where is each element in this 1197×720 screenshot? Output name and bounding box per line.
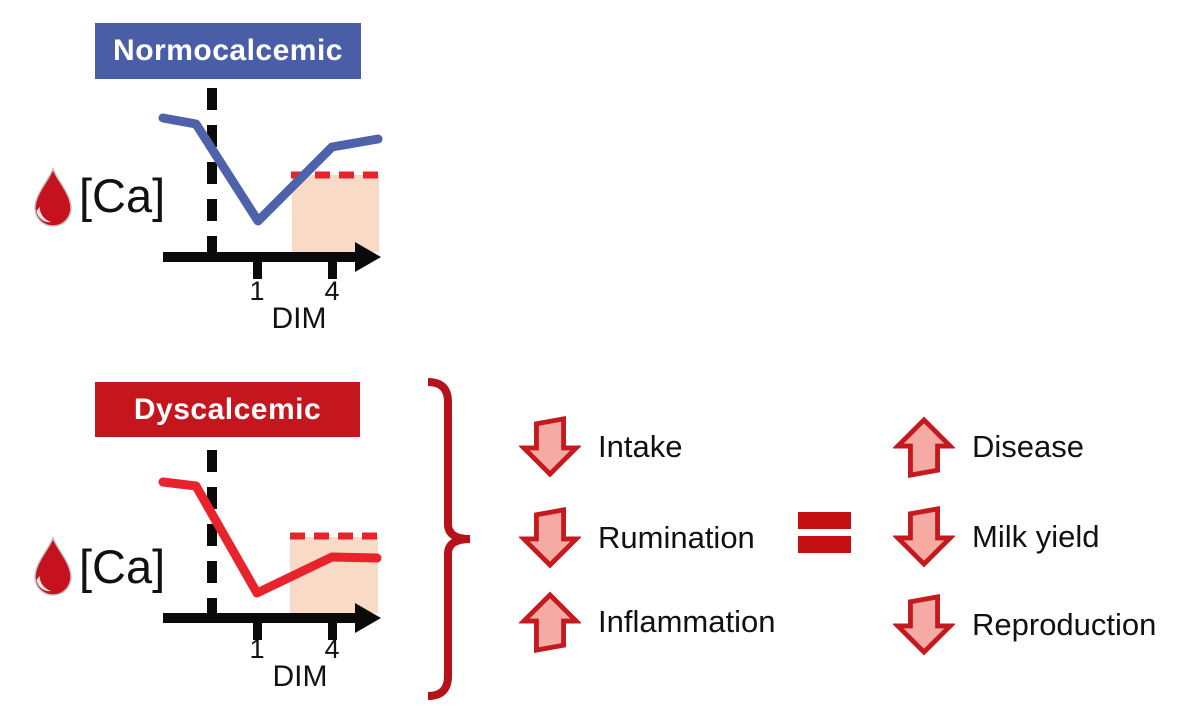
- tick-mark: [328, 262, 337, 279]
- normocalcemic-chart: 1 4 DIM: [158, 88, 383, 335]
- factor-row-intake: Intake: [519, 416, 682, 478]
- equals-icon: [798, 512, 851, 553]
- outcome-label: Milk yield: [972, 519, 1100, 554]
- blood-drop-icon: [34, 167, 72, 227]
- outcome-row-milk-yield: Milk yield: [893, 506, 1099, 568]
- up-arrow-icon: [519, 591, 581, 653]
- factor-label: Inflammation: [598, 604, 776, 639]
- down-arrow-icon: [519, 507, 581, 569]
- down-arrow-icon: [893, 506, 955, 568]
- tick-mark: [328, 623, 337, 640]
- outcome-row-disease: Disease: [893, 416, 1084, 478]
- brace-icon: [427, 378, 471, 700]
- outcome-label: Disease: [972, 429, 1084, 464]
- equals-bar: [798, 536, 851, 553]
- x-axis-title: DIM: [272, 302, 327, 335]
- outcome-row-reproduction: Reproduction: [893, 594, 1156, 656]
- dyscalcemic-banner: Dyscalcemic: [95, 382, 360, 437]
- tick-mark: [253, 262, 262, 279]
- tick-label-4: 4: [324, 634, 339, 664]
- factor-label: Intake: [598, 429, 683, 464]
- calcium-line: [158, 113, 383, 226]
- tick-mark: [253, 623, 262, 640]
- tick-label-1: 1: [249, 276, 264, 306]
- factor-row-inflammation: Inflammation: [519, 591, 775, 653]
- down-arrow-icon: [519, 416, 581, 478]
- x-axis-arrowhead-icon: [355, 242, 381, 272]
- ca-axis-label: [Ca]: [79, 540, 166, 593]
- factor-label: Rumination: [598, 520, 755, 555]
- normocalcemic-banner: Normocalcemic: [95, 23, 361, 79]
- x-axis: [163, 252, 355, 262]
- up-arrow-icon: [893, 416, 955, 478]
- factor-row-rumination: Rumination: [519, 507, 755, 569]
- x-axis-title: DIM: [273, 660, 328, 693]
- calcium-line: [158, 477, 382, 598]
- blood-drop-icon: [34, 536, 72, 596]
- outcome-label: Reproduction: [972, 607, 1157, 642]
- tick-label-1: 1: [249, 634, 264, 664]
- equals-bar: [798, 512, 851, 529]
- dyscalcemic-chart: 1 4 DIM: [158, 450, 382, 693]
- x-axis: [163, 613, 355, 623]
- tick-label-4: 4: [324, 276, 339, 306]
- subnormal-region: [292, 175, 379, 252]
- ca-axis-label: [Ca]: [79, 169, 166, 222]
- down-arrow-icon: [893, 594, 955, 656]
- x-axis-arrowhead-icon: [355, 603, 381, 633]
